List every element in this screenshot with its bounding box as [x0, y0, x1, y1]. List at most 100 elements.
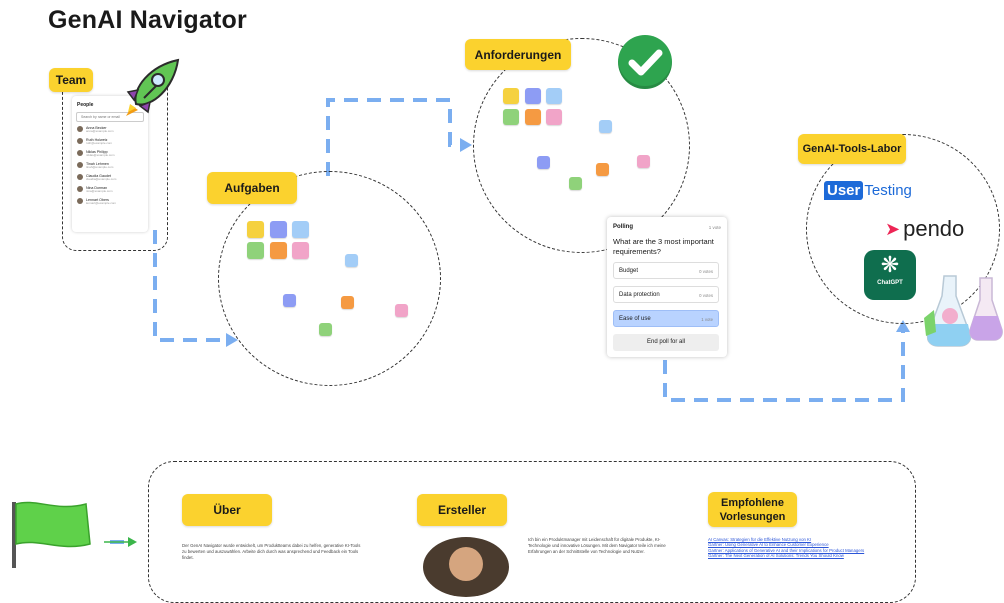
- member-name: Lennart Obers: [86, 197, 109, 202]
- avatar: [77, 126, 83, 132]
- sticky-note[interactable]: [247, 242, 264, 259]
- sticky-note[interactable]: [546, 88, 562, 104]
- chatgpt-logo: ❋ ChatGPT: [864, 250, 916, 300]
- sticky-note[interactable]: [395, 304, 408, 317]
- about-text: Der GenAI Navigator wurde entwickelt, um…: [182, 543, 361, 560]
- lab-label: GenAI-Tools-Labor: [798, 134, 906, 164]
- lectures-links: AI Canvas: Strategien für die Effektive …: [708, 537, 884, 559]
- pendo-mark-icon: ➤: [885, 218, 901, 239]
- tasks-label: Aufgaben: [207, 172, 297, 204]
- arrow-head-lab: [896, 320, 910, 332]
- connector-poll-lab: [663, 330, 905, 402]
- team-frame: [62, 84, 168, 251]
- avatar: [77, 138, 83, 144]
- member-name: Anna Becker: [86, 125, 107, 130]
- sticky-note[interactable]: [247, 221, 264, 238]
- sticky-note[interactable]: [292, 242, 309, 259]
- poll-option-budget[interactable]: Budget 0 votes: [613, 262, 719, 279]
- sticky-note[interactable]: [525, 109, 541, 125]
- member-email: claudia@example.com: [86, 176, 117, 181]
- poll-widget: Polling 1 vote What are the 3 most impor…: [607, 217, 727, 357]
- usertesting-logo-testing: Testing: [864, 182, 912, 199]
- sticky-note[interactable]: [503, 109, 519, 125]
- member-email: nina@example.com: [86, 188, 113, 193]
- flag-icon: [12, 501, 91, 568]
- sticky-note[interactable]: [345, 254, 358, 267]
- lecture-link[interactable]: Gartner: Applications of Generative AI a…: [708, 547, 865, 553]
- board-title: GenAI Navigator: [48, 6, 247, 34]
- poll-option-ease-of-use[interactable]: Ease of use 1 vote: [613, 310, 719, 327]
- lecture-link[interactable]: Gartner: Using Generative AI to Enhance …: [708, 542, 829, 548]
- tasks-circle: [218, 171, 441, 386]
- sticky-note[interactable]: [283, 294, 296, 307]
- lab-flasks-icon: [924, 275, 1003, 347]
- poll-title: Polling: [613, 224, 633, 230]
- avatar: [77, 162, 83, 168]
- member-email: lennart@example.com: [86, 200, 117, 205]
- avatar: [77, 186, 83, 192]
- pendo-wordmark: pendo: [903, 216, 965, 241]
- member-email: anna@example.com: [86, 128, 114, 133]
- lecture-link[interactable]: Gartner: The Next Generation of AI Solut…: [708, 553, 844, 559]
- sticky-note[interactable]: [525, 88, 541, 104]
- requirements-label: Anforderungen: [465, 39, 571, 70]
- member-email: tinah@example.com: [86, 164, 114, 169]
- end-poll-button[interactable]: End poll for all: [613, 334, 719, 351]
- poll-option-votes: 1 vote: [701, 317, 713, 322]
- member-email: niklas@example.com: [86, 152, 115, 157]
- poll-vote-count: 1 vote: [708, 225, 721, 230]
- poll-question: What are the 3 most important requiremen…: [613, 237, 714, 256]
- sticky-note[interactable]: [503, 88, 519, 104]
- sticky-note[interactable]: [599, 120, 612, 133]
- member-name: Claudia Gaudet: [86, 173, 111, 178]
- chatgpt-label: ChatGPT: [877, 280, 903, 286]
- team-panel-header: People: [77, 102, 94, 108]
- sticky-note[interactable]: [270, 221, 287, 238]
- openai-icon: ❋: [880, 252, 900, 277]
- connector-paths: [104, 98, 910, 547]
- usertesting-logo-user: User: [824, 181, 864, 200]
- sticky-note[interactable]: [596, 163, 609, 176]
- arrow-head-flag: [128, 537, 137, 547]
- poll-option-label: Ease of use: [619, 316, 651, 322]
- avatar: [77, 150, 83, 156]
- team-label: Team: [49, 68, 93, 92]
- lectures-label: Empfohlene Vorlesungen: [708, 492, 797, 527]
- about-label: Über: [182, 494, 272, 526]
- sticky-note[interactable]: [341, 296, 354, 309]
- lecture-link[interactable]: AI Canvas: Strategien für die Effektive …: [708, 537, 812, 542]
- creator-label: Ersteller: [417, 494, 507, 526]
- rocket-icon: [126, 58, 180, 116]
- pendo-logo: ➤pendo: [885, 216, 964, 242]
- connector-tasks-requirements: [326, 98, 468, 176]
- poll-option-votes: 0 votes: [699, 293, 713, 298]
- member-name: Nina Dorman: [86, 185, 108, 190]
- sticky-note[interactable]: [270, 242, 287, 259]
- arrow-head-tasks: [226, 333, 238, 347]
- poll-option-label: Budget: [619, 268, 639, 274]
- connector-team-tasks: [153, 230, 225, 342]
- sticky-note[interactable]: [569, 177, 582, 190]
- avatar: [77, 174, 83, 180]
- arrow-head-requirements: [460, 138, 472, 152]
- team-search-input[interactable]: Search by name or email: [76, 112, 144, 122]
- poll-option-votes: 0 votes: [699, 269, 713, 274]
- sticky-note[interactable]: [319, 323, 332, 336]
- info-frame: [148, 461, 916, 603]
- sticky-note[interactable]: [637, 155, 650, 168]
- checkmark-icon: [618, 35, 672, 89]
- sticky-note[interactable]: [546, 109, 562, 125]
- sticky-note[interactable]: [537, 156, 550, 169]
- member-name: Ruth Holwetz: [86, 137, 108, 142]
- creator-avatar: [423, 537, 509, 597]
- sticky-note[interactable]: [292, 221, 309, 238]
